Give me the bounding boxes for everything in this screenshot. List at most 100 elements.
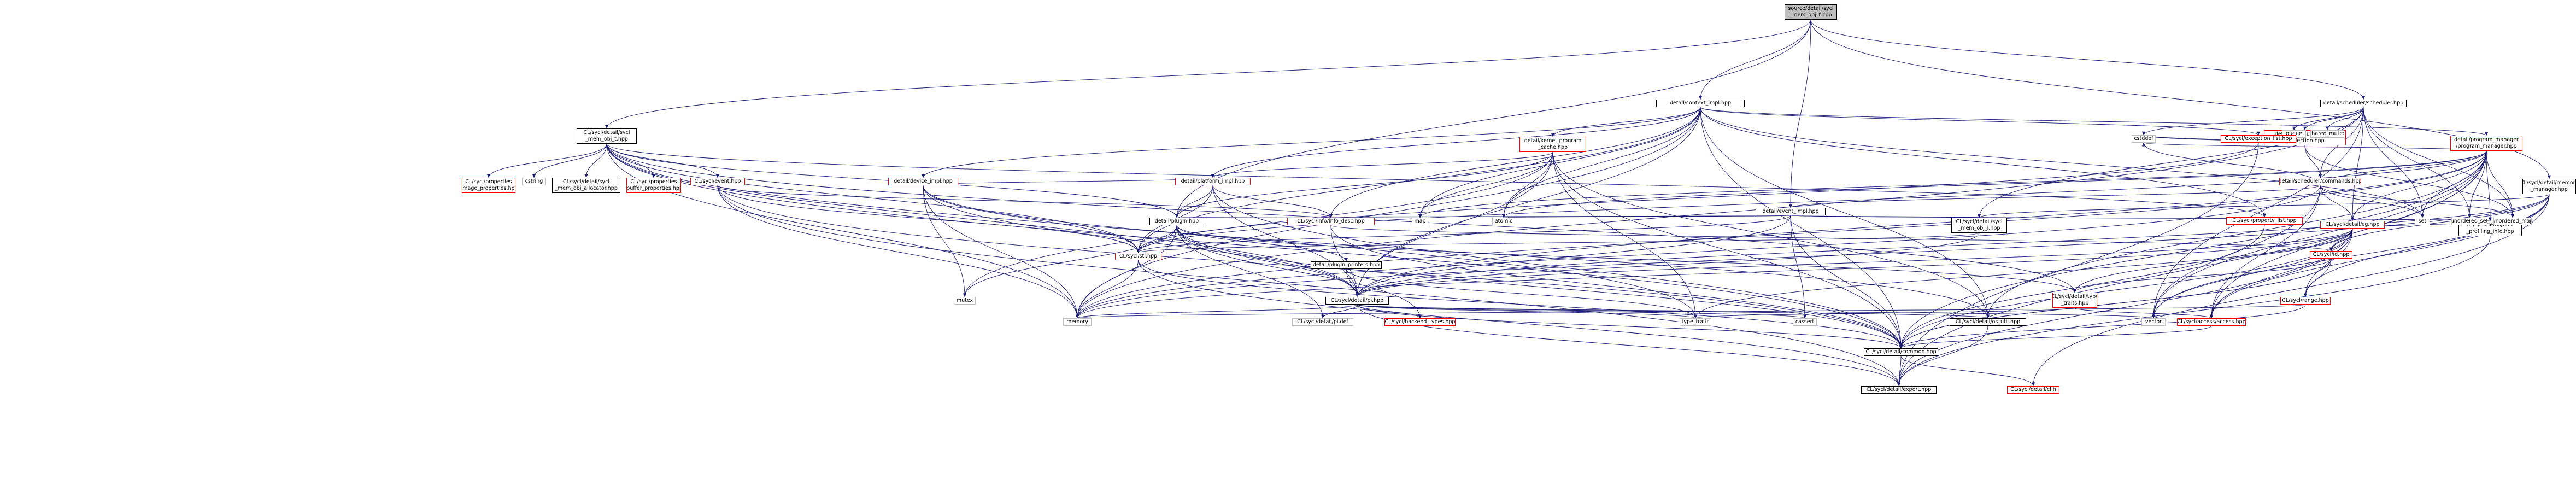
edge-ctx-to-kpc bbox=[1551, 107, 1701, 137]
node-label: map bbox=[1414, 218, 1426, 224]
node-label: CL/sycl/range.hpp bbox=[2282, 297, 2329, 303]
node-sched[interactable]: detail/scheduler/scheduler.hpp bbox=[2320, 100, 2407, 107]
node-devimpl[interactable]: detail/device_impl.hpp bbox=[888, 178, 958, 185]
node-label: queue bbox=[2286, 131, 2302, 137]
edge-hostprof-to-export bbox=[1897, 236, 2491, 387]
edge-kpc-to-atomic bbox=[1501, 151, 1553, 218]
edge-pi-to-osutil bbox=[1357, 304, 1990, 319]
edge-root-to-ctx bbox=[1698, 19, 1811, 100]
edge-memmgr-to-access bbox=[2209, 194, 2550, 319]
node-alloc[interactable]: CL/sycl/detail/sycl_mem_obj_allocator.hp… bbox=[552, 178, 620, 193]
edge-pmgr-to-hostprof bbox=[2486, 150, 2492, 221]
node-label: CL/sycl/backend_types.hpp bbox=[1384, 319, 1456, 325]
node-backend[interactable]: CL/sycl/backend_types.hpp bbox=[1384, 318, 1456, 326]
node-stl[interactable]: CL/sycl/stl.hpp bbox=[1115, 253, 1161, 260]
node-label: CL/sycl/detail/sycl bbox=[1956, 219, 2003, 225]
edge-idh-to-common bbox=[1899, 258, 2332, 349]
edge-cgh-to-memory bbox=[1076, 228, 2353, 319]
edge-evt-to-stl bbox=[1136, 215, 1791, 253]
node-evt[interactable]: detail/event_impl.hpp bbox=[1756, 208, 1826, 215]
edge-range-to-common bbox=[1899, 304, 2306, 349]
node-set: set bbox=[2415, 218, 2430, 225]
node-label: /buffer_properties.hpp bbox=[626, 185, 681, 191]
node-osutil[interactable]: CL/sycl/detail/os_util.hpp bbox=[1950, 318, 2026, 326]
node-access[interactable]: CL/sycl/access/access.hpp bbox=[2177, 318, 2246, 326]
node-label: _mem_obj_t.hpp bbox=[585, 136, 628, 142]
edge-ctx-to-map bbox=[1418, 107, 1701, 218]
node-label: detail/device_impl.hpp bbox=[894, 178, 953, 184]
edge-cgh-to-access bbox=[2209, 228, 2353, 319]
node-common[interactable]: CL/sycl/detail/common.hpp bbox=[1864, 348, 1938, 356]
edge-cmds-to-set bbox=[2320, 185, 2425, 218]
node-cgh[interactable]: CL/sycl/detail/cg.hpp bbox=[2320, 221, 2385, 229]
edge-symt-to-event bbox=[606, 143, 720, 178]
edge-devimpl-to-pi bbox=[923, 185, 1359, 297]
edge-ctx-to-common bbox=[1700, 107, 1903, 349]
edge-ctx-to-platimpl bbox=[1211, 107, 1701, 178]
edge-symti-to-pi bbox=[1355, 232, 1980, 297]
edge-stl-to-memory bbox=[1075, 260, 1139, 319]
node-platimpl[interactable]: detail/platform_impl.hpp bbox=[1175, 178, 1251, 185]
node-label: source/detail/sycl bbox=[1788, 5, 1834, 11]
node-kpc[interactable]: detail/kernel_program_cache.hpp bbox=[1519, 137, 1586, 152]
node-imgprop[interactable]: CL/sycl/properties/image_properties.hpp bbox=[462, 178, 515, 193]
edge-cgh-to-pi bbox=[1356, 228, 2353, 297]
edge-pmgr-to-map bbox=[1418, 150, 2487, 218]
edge-pmgr-to-atomic bbox=[1502, 150, 2487, 218]
node-label: detail/platform_impl.hpp bbox=[1181, 178, 1245, 184]
edge-symt-to-common bbox=[606, 143, 1903, 349]
node-export[interactable]: CL/sycl/detail/export.hpp bbox=[1861, 386, 1937, 394]
edge-pi-to-cassert bbox=[1357, 304, 1806, 319]
node-ctx[interactable]: detail/context_impl.hpp bbox=[1656, 100, 1745, 107]
edge-sched-to-queue bbox=[2292, 107, 2364, 131]
edge-devimpl-to-platimpl bbox=[923, 177, 1214, 186]
edge-root-to-evt bbox=[1788, 19, 1811, 208]
edge-pmgr-to-set bbox=[2420, 150, 2487, 218]
node-propl[interactable]: CL/sycl/property_list.hpp bbox=[2226, 217, 2303, 225]
edge-symt-to-pi bbox=[606, 143, 1359, 297]
edge-kpc-to-map bbox=[1418, 151, 1553, 218]
node-pi[interactable]: CL/sycl/detail/pi.hpp bbox=[1325, 297, 1389, 305]
node-label: CL/sycl/properties bbox=[630, 179, 677, 185]
node-symt[interactable]: CL/sycl/detail/sycl_mem_obj_t.hpp bbox=[577, 128, 637, 144]
edge-ctx-to-infodesc bbox=[1329, 107, 1701, 218]
edge-evt-to-cassert bbox=[1790, 215, 1807, 319]
node-symti[interactable]: CL/sycl/detail/sycl_mem_obj_i.hpp bbox=[1951, 218, 2007, 233]
node-clh[interactable]: CL/sycl/detail/cl.h bbox=[2007, 386, 2059, 394]
node-range[interactable]: CL/sycl/range.hpp bbox=[2280, 297, 2331, 305]
edge-cmds-to-cgh bbox=[2320, 185, 2355, 221]
edge-leaves-to-cmds bbox=[2304, 145, 2322, 178]
edge-evt-to-infodesc bbox=[1330, 213, 1791, 218]
node-label: CL/sycl/detail/host bbox=[2466, 222, 2514, 228]
edge-plugin-to-common bbox=[1176, 225, 1903, 349]
node-mutex: mutex bbox=[954, 297, 976, 305]
edge-access-to-common bbox=[1899, 325, 2212, 349]
node-cmds[interactable]: detail/scheduler/commands.hpp bbox=[2279, 178, 2361, 185]
edge-sched-to-cgh bbox=[2350, 107, 2364, 221]
node-label: atomic bbox=[1494, 218, 1513, 224]
node-label: _mem_obj_t.cpp bbox=[1789, 12, 1832, 18]
edge-platimpl-to-pi bbox=[1212, 185, 1359, 297]
node-label: /program_manager.hpp bbox=[2456, 143, 2517, 149]
node-pluginpr[interactable]: detail/plugin_printers.hpp bbox=[1311, 261, 1382, 269]
node-memmgr[interactable]: CL/sycl/detail/memory_manager.hpp bbox=[2522, 179, 2576, 194]
edge-cgh-to-range bbox=[2303, 228, 2353, 297]
edge-symt-to-bufprop bbox=[606, 143, 656, 178]
node-idh[interactable]: CL/sycl/id.hpp bbox=[2310, 251, 2352, 259]
edge-plugin-to-stl bbox=[1136, 225, 1177, 253]
node-pmgr[interactable]: detail/program_manager/program_manager.h… bbox=[2450, 136, 2522, 151]
node-excl[interactable]: CL/sycl/exception_list.hpp bbox=[2221, 135, 2296, 143]
node-label: detail/plugin_printers.hpp bbox=[1312, 262, 1380, 268]
node-event[interactable]: CL/sycl/event.hpp bbox=[690, 178, 745, 185]
edge-plugin-to-mutex bbox=[963, 225, 1177, 297]
node-plugin[interactable]: detail/plugin.hpp bbox=[1149, 218, 1204, 225]
edge-cgh-to-type_traits bbox=[1693, 228, 2353, 319]
edge-common-to-clh bbox=[1900, 355, 2035, 387]
edge-symt-to-memory bbox=[606, 143, 1079, 319]
edge-pi-to-vector bbox=[1357, 304, 2155, 319]
node-bufprop[interactable]: CL/sycl/properties/buffer_properties.hpp bbox=[626, 178, 681, 193]
edge-memmgr-to-symti bbox=[1978, 194, 2550, 218]
node-infodesc[interactable]: CL/sycl/info/info_desc.hpp bbox=[1287, 218, 1375, 225]
node-typetr[interactable]: CL/sycl/detail/type_traits.hpp bbox=[2052, 293, 2097, 308]
edge-pmgr-to-vector bbox=[2151, 150, 2487, 319]
